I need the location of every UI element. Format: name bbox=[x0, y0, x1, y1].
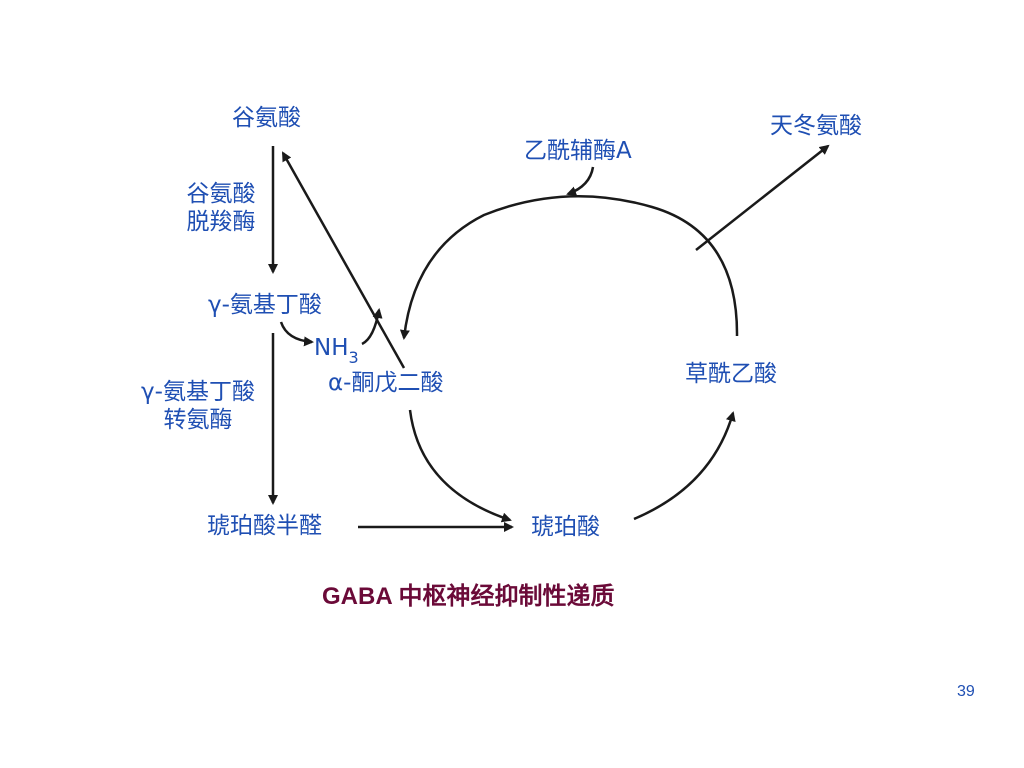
label-aspartate: 天冬氨酸 bbox=[770, 113, 862, 139]
label-gad-line2: 脱羧酶 bbox=[186, 209, 256, 235]
label-succinate: 琥珀酸 bbox=[531, 514, 600, 540]
label-nh3-main: NH bbox=[314, 335, 349, 361]
arrow-to-aspartate bbox=[695, 144, 830, 251]
cycle-arc-bottom-right bbox=[633, 411, 736, 521]
label-succinic-semialdehyde: 琥珀酸半醛 bbox=[207, 513, 322, 539]
label-alpha-ketoglutarate: α-酮戊二酸 bbox=[328, 370, 444, 396]
caption: GABA 中枢神经抑制性递质 bbox=[322, 583, 615, 610]
arrow-acetyl-coa-entry bbox=[566, 166, 595, 196]
label-gaba-t-line2: 转氨酶 bbox=[163, 407, 233, 433]
label-nh3-sub: 3 bbox=[348, 348, 359, 367]
label-gaba-t-line1: γ-氨基丁酸 bbox=[141, 379, 255, 405]
label-gad-line1: 谷氨酸 bbox=[186, 181, 256, 207]
label-gaba-transaminase: γ-氨基丁酸 转氨酶 bbox=[128, 378, 268, 434]
cycle-arc-top bbox=[399, 194, 739, 340]
label-gaba: γ-氨基丁酸 bbox=[208, 292, 322, 318]
cycle-arc-bottom-left bbox=[408, 409, 512, 523]
arrow-nh3-to-akg bbox=[361, 308, 383, 346]
arrow-gaba-to-nh3 bbox=[279, 321, 314, 347]
label-glutamate: 谷氨酸 bbox=[232, 105, 301, 131]
arrow-akg-to-glutamate bbox=[281, 151, 406, 369]
label-oxaloacetate: 草酰乙酸 bbox=[685, 361, 777, 387]
label-acetyl-coa: 乙酰辅酶A bbox=[524, 138, 632, 164]
label-glutamate-decarboxylase: 谷氨酸 脱羧酶 bbox=[176, 180, 266, 236]
label-nh3: NH3 bbox=[314, 334, 359, 367]
page-number: 39 bbox=[957, 683, 975, 700]
